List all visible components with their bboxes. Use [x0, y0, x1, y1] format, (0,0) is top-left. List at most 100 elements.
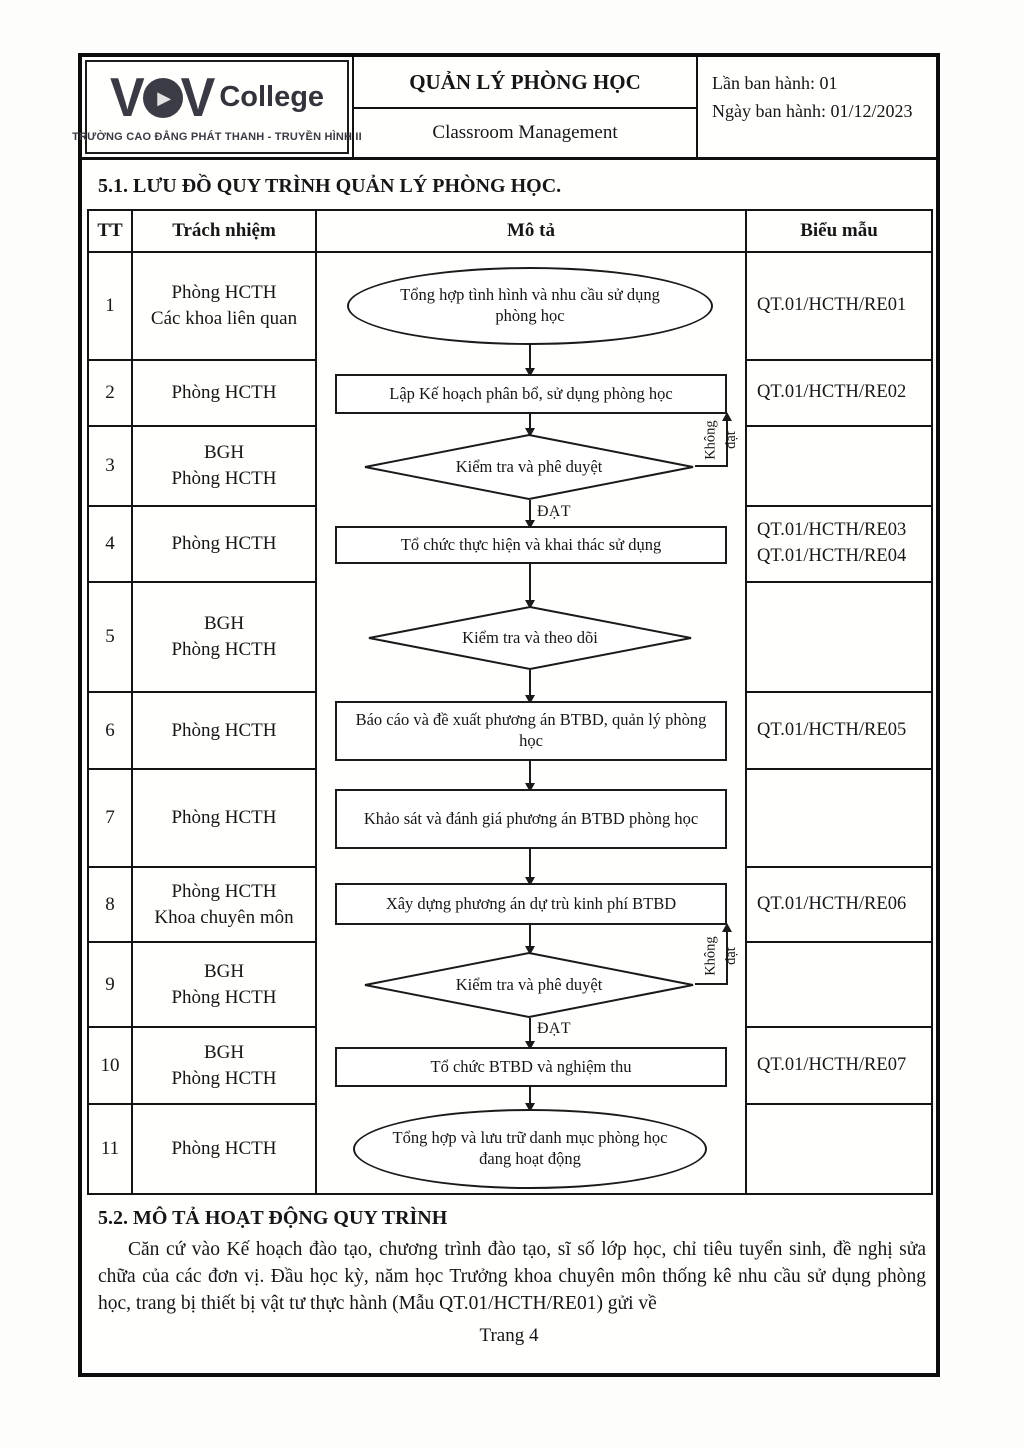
row-number: 2 — [87, 359, 133, 427]
form-cell: QT.01/HCTH/RE01 — [745, 251, 933, 361]
flow-arrow-down — [525, 670, 535, 704]
flow-arrow-down — [525, 500, 535, 529]
fail-label-1-line2: đạt — [722, 431, 739, 449]
row-number: 4 — [87, 505, 133, 583]
flow-arrow-down — [525, 345, 535, 377]
vov-college-logo: V ▶ V College TRƯỜNG CAO ĐẲNG PHÁT THANH… — [72, 60, 362, 154]
document-title-en: Classroom Management — [432, 122, 618, 143]
form-cell — [745, 425, 933, 507]
flowchart-step-survey: Khảo sát và đánh giá phương án BTBD phòn… — [335, 789, 727, 849]
flow-arrow-down — [525, 1087, 535, 1112]
fail-label-2-line2: đạt — [722, 947, 739, 965]
row-number: 3 — [87, 425, 133, 507]
flowchart: Tổng hợp tình hình và nhu cầu sử dụng ph… — [317, 253, 745, 1193]
form-cell: QT.01/HCTH/RE06 — [745, 866, 933, 943]
section-5-2: 5.2. MÔ TẢ HOẠT ĐỘNG QUY TRÌNH Căn cứ và… — [82, 1195, 936, 1318]
flowchart-decision-approve-1: Kiểm tra và phê duyệt — [363, 434, 695, 500]
document-header: V ▶ V College TRƯỜNG CAO ĐẲNG PHÁT THANH… — [72, 57, 936, 160]
section-5-1-title: 5.1. LƯU ĐỒ QUY TRÌNH QUẢN LÝ PHÒNG HỌC. — [98, 175, 562, 197]
flow-arrow-down — [525, 414, 535, 437]
form-cell: QT.01/HCTH/RE05 — [745, 691, 933, 770]
fail-label-1-line1: Không — [702, 420, 719, 460]
logo-college-text: College — [219, 81, 325, 113]
form-cell: QT.01/HCTH/RE07 — [745, 1026, 933, 1105]
document-title-vi: QUẢN LÝ PHÒNG HỌC — [354, 57, 696, 109]
row-number: 8 — [87, 866, 133, 943]
col-header-tt: TT — [87, 209, 133, 253]
row-number: 10 — [87, 1026, 133, 1105]
pass-label-2: ĐẠT — [537, 1020, 571, 1037]
row-number: 9 — [87, 941, 133, 1028]
logo-subtitle: TRƯỜNG CAO ĐẲNG PHÁT THANH - TRUYỀN HÌNH… — [72, 130, 362, 143]
responsibility-cell: Phòng HCTH — [131, 359, 317, 427]
logo-letter-v: V — [180, 67, 216, 128]
responsibility-cell: Phòng HCTH — [131, 691, 317, 770]
flowchart-cell: Tổng hợp tình hình và nhu cầu sử dụng ph… — [315, 251, 747, 1195]
row-number: 5 — [87, 581, 133, 693]
flowchart-step-end: Tổng hợp và lưu trữ danh mục phòng học đ… — [353, 1109, 707, 1189]
responsibility-cell: Phòng HCTH — [131, 1103, 317, 1195]
table-row: 4 Phòng HCTH QT.01/HCTH/RE03 QT.01/HCTH/… — [87, 505, 933, 583]
row-number: 1 — [87, 251, 133, 361]
diamond-shape — [367, 606, 693, 670]
table-row: 11 Phòng HCTH — [87, 1103, 933, 1195]
form-cell — [745, 768, 933, 868]
table-row: 8 Phòng HCTH Khoa chuyên môn QT.01/HCTH/… — [87, 866, 933, 943]
row-number: 11 — [87, 1103, 133, 1195]
col-header-responsibility: Trách nhiệm — [131, 209, 317, 253]
table-row: 6 Phòng HCTH QT.01/HCTH/RE05 — [87, 691, 933, 770]
responsibility-cell: BGH Phòng HCTH — [131, 1026, 317, 1105]
flow-arrow-down — [525, 564, 535, 609]
fail-label-2-line1: Không — [702, 936, 719, 976]
play-icon: ▶ — [157, 87, 172, 108]
fail-loop-arrow-1 — [695, 412, 732, 467]
issue-number: Lần ban hành: 01 — [712, 73, 838, 93]
col-header-description: Mô tả — [315, 209, 747, 253]
table-header-row: TT Trách nhiệm Mô tả Biểu mẫu — [87, 209, 933, 253]
responsibility-cell: Phòng HCTH — [131, 505, 317, 583]
table-row: 9 BGH Phòng HCTH — [87, 941, 933, 1028]
diamond-shape — [363, 434, 695, 500]
logo-letter-v: V — [109, 67, 145, 128]
procedure-table: TT Trách nhiệm Mô tả Biểu mẫu 1 Phòng HC… — [87, 209, 933, 1195]
table-row: 7 Phòng HCTH — [87, 768, 933, 868]
document-title-cell: QUẢN LÝ PHÒNG HỌC Classroom Management — [354, 57, 698, 157]
flowchart-step-plan: Lập Kế hoạch phân bổ, sử dụng phòng học — [335, 374, 727, 414]
table-row: 2 Phòng HCTH QT.01/HCTH/RE02 — [87, 359, 933, 427]
form-cell: QT.01/HCTH/RE03 QT.01/HCTH/RE04 — [745, 505, 933, 583]
flowchart-decision-monitor: Kiểm tra và theo dõi — [367, 606, 693, 670]
flow-arrow-down — [525, 1018, 535, 1050]
responsibility-cell: Phòng HCTH — [131, 768, 317, 868]
form-cell — [745, 941, 933, 1028]
form-cell: QT.01/HCTH/RE02 — [745, 359, 933, 427]
flow-arrow-down — [525, 761, 535, 792]
fail-loop-arrow-2 — [695, 923, 732, 985]
page-number: Trang 4 — [479, 1324, 539, 1346]
table-row: 10 BGH Phòng HCTH QT.01/HCTH/RE07 — [87, 1026, 933, 1105]
issue-date: Ngày ban hành: 01/12/2023 — [712, 100, 913, 121]
issue-info-cell: Lần ban hành: 01 Ngày ban hành: 01/12/20… — [698, 57, 936, 157]
document-frame: V ▶ V College TRƯỜNG CAO ĐẲNG PHÁT THANH… — [72, 53, 940, 1377]
responsibility-cell: Phòng HCTH Các khoa liên quan — [131, 251, 317, 361]
row-number: 6 — [87, 691, 133, 770]
row-number: 7 — [87, 768, 133, 868]
table-row: 3 BGH Phòng HCTH — [87, 425, 933, 507]
flowchart-step-acceptance: Tổ chức BTBD và nghiệm thu — [335, 1047, 727, 1087]
diamond-shape — [363, 952, 695, 1018]
responsibility-cell: BGH Phòng HCTH — [131, 581, 317, 693]
responsibility-cell: Phòng HCTH Khoa chuyên môn — [131, 866, 317, 943]
section-5-2-paragraph: Căn cứ vào Kế hoạch đào tạo, chương trìn… — [98, 1239, 926, 1314]
flowchart-step-report: Báo cáo và đề xuất phương án BTBD, quản … — [335, 701, 727, 761]
flow-arrow-down — [525, 849, 535, 886]
logo-circle: ▶ — [142, 77, 183, 118]
flowchart-step-start: Tổng hợp tình hình và nhu cầu sử dụng ph… — [347, 267, 713, 345]
responsibility-cell: BGH Phòng HCTH — [131, 425, 317, 507]
col-header-form: Biểu mẫu — [745, 209, 933, 253]
section-5-2-title: 5.2. MÔ TẢ HOẠT ĐỘNG QUY TRÌNH — [98, 1207, 448, 1229]
logo-cell: V ▶ V College TRƯỜNG CAO ĐẲNG PHÁT THANH… — [72, 57, 362, 157]
flowchart-step-budget: Xây dựng phương án dự trù kinh phí BTBD — [335, 883, 727, 925]
table-row: 1 Phòng HCTH Các khoa liên quan Tổng hợp… — [87, 251, 933, 1195]
table-row: 5 BGH Phòng HCTH — [87, 581, 933, 693]
flowchart-step-implement: Tổ chức thực hiện và khai thác sử dụng — [335, 526, 727, 564]
